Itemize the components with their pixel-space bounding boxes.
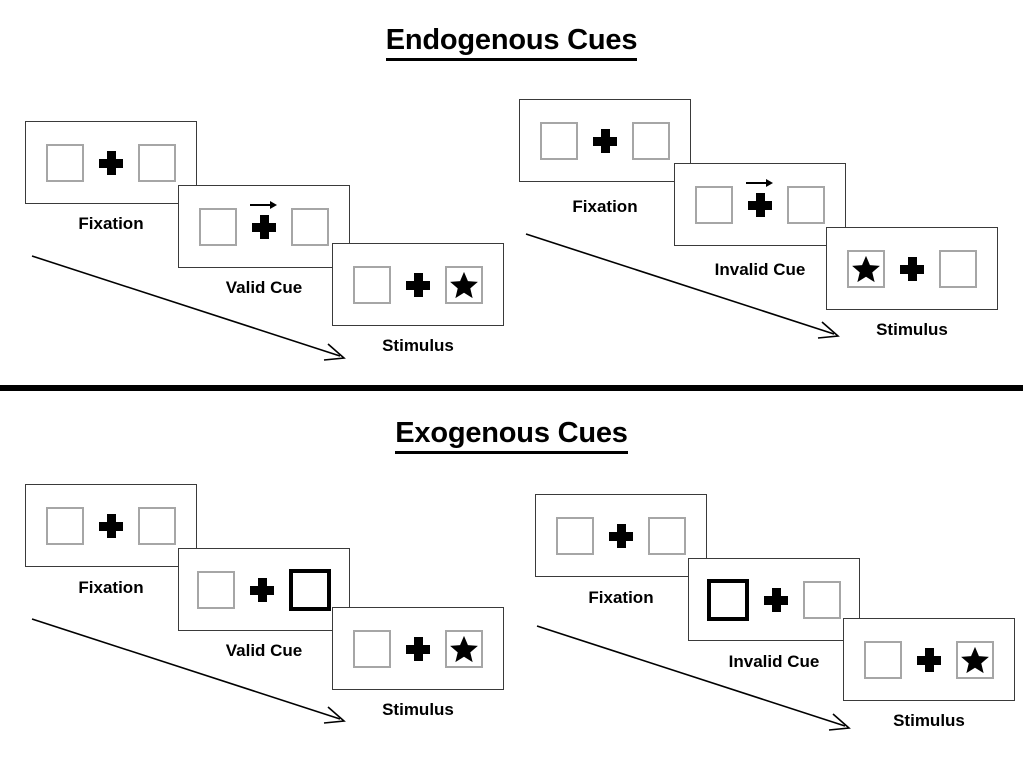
placeholder-box-right [787,185,825,224]
cued-box-left [707,578,749,621]
fixation-cross-icon [763,587,789,613]
stage-label-invalid-cue: Invalid Cue [728,652,820,671]
stage-label-fixation: Fixation [78,578,144,597]
target-box-left [847,249,885,288]
trial-frame-invalid-cue [688,558,860,641]
trial-frame-fixation [25,121,197,204]
placeholder-box-right [803,580,841,619]
trial-frame-stimulus [332,243,504,326]
stage-label-fixation: Fixation [572,197,638,216]
cue-arrow-right-icon [746,178,773,187]
stage-label-fixation: Fixation [588,588,654,607]
frame-content [847,249,977,288]
frame-content [46,506,176,545]
fixation-cross-icon [405,636,431,662]
placeholder-box-left [353,629,391,668]
placeholder-box-left [864,640,902,679]
target-box-right [956,640,994,679]
cue-arrow-right-icon [250,200,277,209]
trial-frame-stimulus [826,227,998,310]
placeholder-box-left [46,143,84,182]
stage-label-stimulus: Stimulus [382,336,454,355]
frame-content [707,578,841,621]
star-target-icon [450,635,478,662]
frame-content [864,640,994,679]
target-box-right [445,629,483,668]
fixation-cross-icon [250,200,277,240]
fixation-cross-icon [592,128,618,154]
fixation-cross-icon [405,272,431,298]
trial-frame-invalid-cue [674,163,846,246]
fixation-cross-icon [746,178,773,218]
stage-label-invalid-cue: Invalid Cue [714,260,806,279]
trial-frame-valid-cue [178,185,350,268]
frame-content [197,568,331,611]
fixation-cross-icon [98,513,124,539]
stage-label-valid-cue: Valid Cue [225,278,303,297]
placeholder-box-left [353,265,391,304]
placeholder-box-left [556,516,594,555]
placeholder-box-left [695,185,733,224]
section-title-exogenous: Exogenous Cues [0,417,1023,454]
frame-content [353,265,483,304]
fixation-cross-icon [98,150,124,176]
trial-frame-fixation [25,484,197,567]
placeholder-box-left [197,570,235,609]
section-divider [0,385,1023,391]
section-title-exogenous-text: Exogenous Cues [395,417,628,454]
star-target-icon [961,646,989,673]
trial-frame-fixation [535,494,707,577]
stage-label-stimulus: Stimulus [876,320,948,339]
stage-label-fixation: Fixation [78,214,144,233]
frame-content [46,143,176,182]
fixation-cross-icon [608,523,634,549]
placeholder-box-right [632,121,670,160]
target-box-right [445,265,483,304]
cued-box-right [289,568,331,611]
placeholder-box-right [138,506,176,545]
placeholder-box-left [46,506,84,545]
frame-content [199,200,329,246]
fixation-cross-icon [916,647,942,673]
frame-content [556,516,686,555]
fixation-cross-icon [249,577,275,603]
frame-content [540,121,670,160]
placeholder-box-right [939,249,977,288]
star-target-icon [450,271,478,298]
placeholder-box-right [648,516,686,555]
frame-content [353,629,483,668]
placeholder-box-left [540,121,578,160]
stage-label-stimulus: Stimulus [893,711,965,730]
trial-frame-stimulus [332,607,504,690]
trial-frame-fixation [519,99,691,182]
star-target-icon [852,255,880,282]
stage-label-stimulus: Stimulus [382,700,454,719]
section-title-endogenous: Endogenous Cues [0,24,1023,61]
placeholder-box-left [199,207,237,246]
fixation-cross-icon [899,256,925,282]
trial-frame-stimulus [843,618,1015,701]
frame-content [695,178,825,224]
trial-frame-valid-cue [178,548,350,631]
stage-label-valid-cue: Valid Cue [225,641,303,660]
placeholder-box-right [291,207,329,246]
section-title-endogenous-text: Endogenous Cues [385,24,637,61]
placeholder-box-right [138,143,176,182]
